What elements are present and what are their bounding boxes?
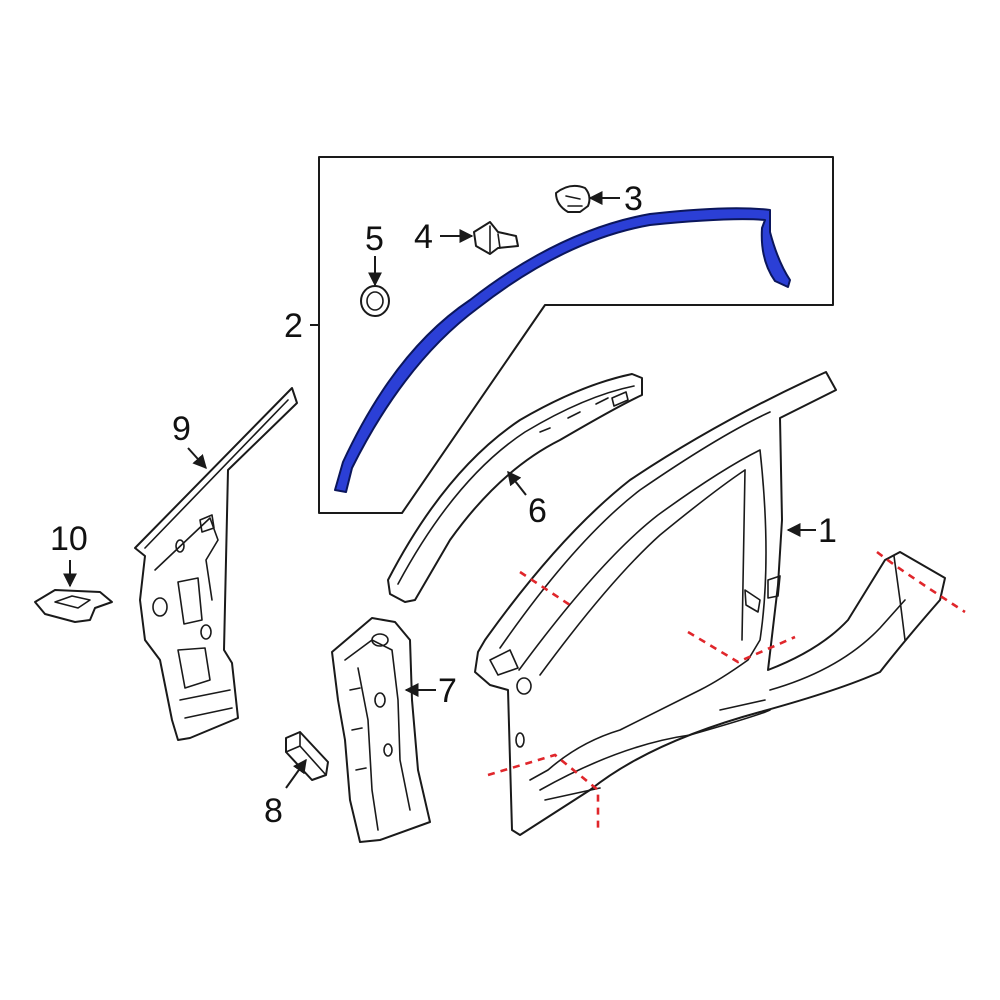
cut-line — [519, 570, 574, 609]
bracket-part-10[interactable] — [34, 589, 113, 623]
pillar-reinforcement-part-7[interactable] — [331, 617, 431, 843]
callout-7: 7 — [438, 672, 457, 710]
leader-6 — [507, 470, 527, 496]
cut-line — [687, 630, 796, 664]
weatherstrip-part-2[interactable] — [334, 207, 791, 493]
leader-9 — [187, 447, 207, 470]
detail-inset-box — [318, 156, 834, 514]
cut-line — [487, 753, 600, 830]
callout-5: 5 — [365, 220, 384, 258]
clip-part-3[interactable] — [555, 184, 591, 213]
pillar-inner-part-9[interactable] — [134, 387, 298, 741]
cut-lines — [487, 550, 966, 830]
leader-lines — [63, 191, 816, 789]
callout-labels: 1 2 3 4 5 6 7 8 9 10 — [50, 180, 837, 830]
clip-part-4[interactable] — [473, 221, 519, 255]
pad-part-8[interactable] — [285, 731, 329, 781]
callout-2: 2 — [284, 307, 303, 345]
callout-4: 4 — [414, 218, 433, 256]
callout-9: 9 — [172, 410, 191, 448]
grommet-part-5[interactable] — [360, 285, 390, 317]
callout-1: 1 — [818, 512, 837, 550]
callout-10: 10 — [50, 520, 88, 558]
callout-8: 8 — [264, 792, 283, 830]
callout-3: 3 — [624, 180, 643, 218]
cut-line — [876, 550, 966, 614]
roof-rail-part-6[interactable] — [387, 373, 643, 603]
leader-8 — [285, 758, 307, 789]
body-side-panel-part-1[interactable] — [474, 371, 946, 836]
callout-6: 6 — [528, 492, 547, 530]
